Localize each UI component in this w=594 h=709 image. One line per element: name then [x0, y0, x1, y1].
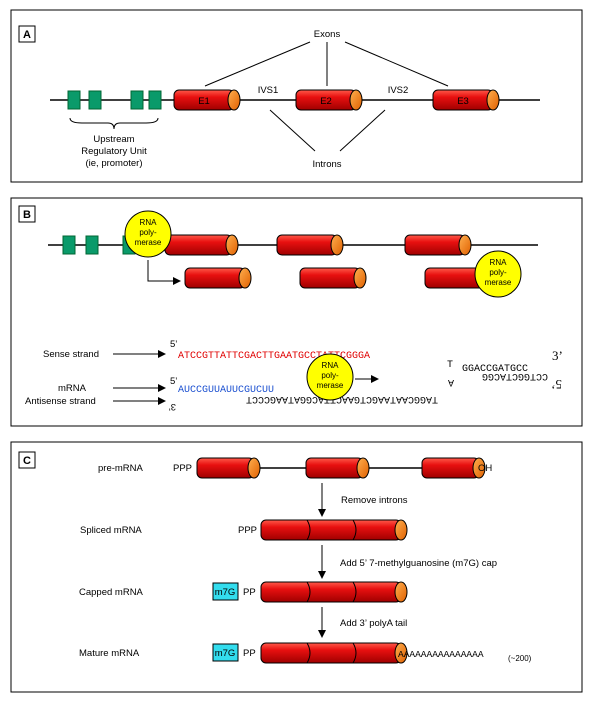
- exon-e3: E3: [432, 89, 500, 111]
- upstream-label-3: (ie, promoter): [85, 158, 142, 169]
- regulatory-box: [88, 90, 102, 110]
- rna-pol-text: poly-: [321, 371, 339, 380]
- upstream-label-1: Upstream: [93, 134, 134, 145]
- panel-b: B RNA poly- merase RNA poly- merase: [10, 197, 583, 427]
- rna-polymerase-3: RNA poly- merase: [306, 353, 354, 401]
- spliced-mrna-cylinder: [260, 519, 408, 541]
- mrna-label: mRNA: [58, 383, 87, 394]
- pp-label: PP: [243, 648, 256, 659]
- step-add-polya: Add 3’ polyA tail: [340, 618, 407, 629]
- rna-pol-text: merase: [317, 381, 344, 390]
- exon-e2: E2: [295, 89, 363, 111]
- row-label-spliced-mrna: Spliced mRNA: [80, 525, 142, 536]
- row-label-pre-mrna: pre-mRNA: [98, 463, 144, 474]
- panel-c: C pre-mRNA PPP OH Remove introns Spliced…: [10, 441, 583, 693]
- ppp-label: PPP: [238, 525, 257, 536]
- intron-label-ivs1: IVS1: [258, 85, 279, 96]
- regulatory-box: [148, 90, 162, 110]
- rna-polymerase-2: RNA poly- merase: [474, 250, 522, 298]
- intron-label-ivs2: IVS2: [388, 85, 409, 96]
- panel-b-letter: B: [23, 209, 31, 221]
- rna-pol-text: merase: [485, 278, 512, 287]
- brace: [69, 117, 159, 130]
- panel-c-letter: C: [23, 455, 31, 467]
- sense-five-prime: 5’: [170, 339, 177, 350]
- antisense-strand-label: Antisense strand: [25, 396, 96, 407]
- cap-label: m7G: [215, 587, 236, 598]
- row-label-capped-mrna: Capped mRNA: [79, 587, 144, 598]
- mature-mrna-cylinder: [260, 642, 408, 664]
- rna-pol-text: merase: [135, 238, 162, 247]
- antisense-five-prime: 5’: [551, 377, 562, 392]
- panel-a-letter: A: [23, 29, 31, 41]
- panel-a: A Exons Upstream Regulatory Unit (ie, pr…: [10, 9, 583, 183]
- cap-box: [212, 582, 239, 601]
- regulatory-box: [67, 90, 81, 110]
- rna-pol-text: RNA: [490, 258, 508, 267]
- rna-pol-text: RNA: [140, 218, 158, 227]
- ppp-label: PPP: [173, 463, 192, 474]
- exon-label: E1: [198, 96, 210, 107]
- cap-box: [212, 643, 239, 662]
- antisense-sequence: TAGGCAATAAGCTGAACTTACGGATAAGCCCT: [246, 393, 438, 404]
- sense-sequence: ATCCGTTATTCGACTTGAATGCCTATTCGGGA: [178, 351, 370, 362]
- sense-tail-sequence: GGACCGATGCC: [462, 364, 528, 375]
- regulatory-box: [130, 90, 144, 110]
- polya-tail: AAAAAAAAAAAAAAA: [398, 649, 484, 660]
- step-add-cap: Add 5’ 7-methylguanosine (m7G) cap: [340, 558, 497, 569]
- upstream-label-2: Regulatory Unit: [81, 146, 147, 157]
- exons-label: Exons: [314, 29, 341, 40]
- mrna-sequence: AUCCGUUAUUCGUCUU: [178, 385, 274, 396]
- sense-three-prime: 3’: [552, 348, 563, 363]
- pp-label: PP: [243, 587, 256, 598]
- loop-top-base: T: [447, 360, 453, 371]
- exon-label: E2: [320, 96, 332, 107]
- step-remove-introns: Remove introns: [341, 495, 408, 506]
- row-label-mature-mrna: Mature mRNA: [79, 648, 140, 659]
- exon-e1: E1: [173, 89, 241, 111]
- capped-mrna-cylinder: [260, 581, 408, 603]
- antisense-three-prime: 3’: [169, 401, 176, 412]
- rna-polymerase-1: RNA poly- merase: [124, 210, 172, 258]
- loop-bottom-base: A: [448, 376, 454, 387]
- cap-label: m7G: [215, 648, 236, 659]
- rna-pol-text: poly-: [489, 268, 507, 277]
- exon-label: E3: [457, 96, 469, 107]
- rna-pol-text: poly-: [139, 228, 157, 237]
- introns-label: Introns: [312, 159, 341, 170]
- polya-count: (~200): [508, 654, 532, 663]
- antisense-tail-sequence: CCTGGCTACGG: [482, 370, 548, 381]
- mrna-five-prime: 5’: [170, 376, 177, 387]
- rna-pol-text: RNA: [322, 361, 340, 370]
- oh-label: OH: [478, 463, 492, 474]
- sense-strand-label: Sense strand: [43, 349, 99, 360]
